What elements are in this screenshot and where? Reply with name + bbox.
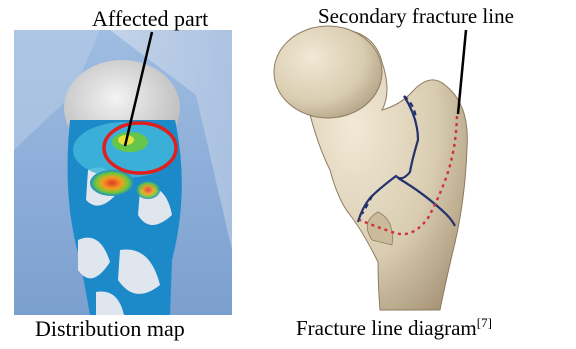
stress-hotspot (90, 170, 134, 196)
secondary-fracture-pointer (458, 30, 466, 114)
distribution-map-caption: Distribution map (35, 318, 185, 340)
fracture-line-diagram-caption: Fracture line diagram[7] (296, 318, 492, 339)
affected-part-label: Affected part (92, 8, 208, 30)
fracture-line-diagram-image (274, 26, 467, 310)
reference-superscript: [7] (477, 315, 492, 330)
femur-head (274, 26, 382, 118)
secondary-fracture-line-label: Secondary fracture line (318, 6, 514, 27)
fracture-line-diagram-caption-text: Fracture line diagram (296, 316, 477, 340)
